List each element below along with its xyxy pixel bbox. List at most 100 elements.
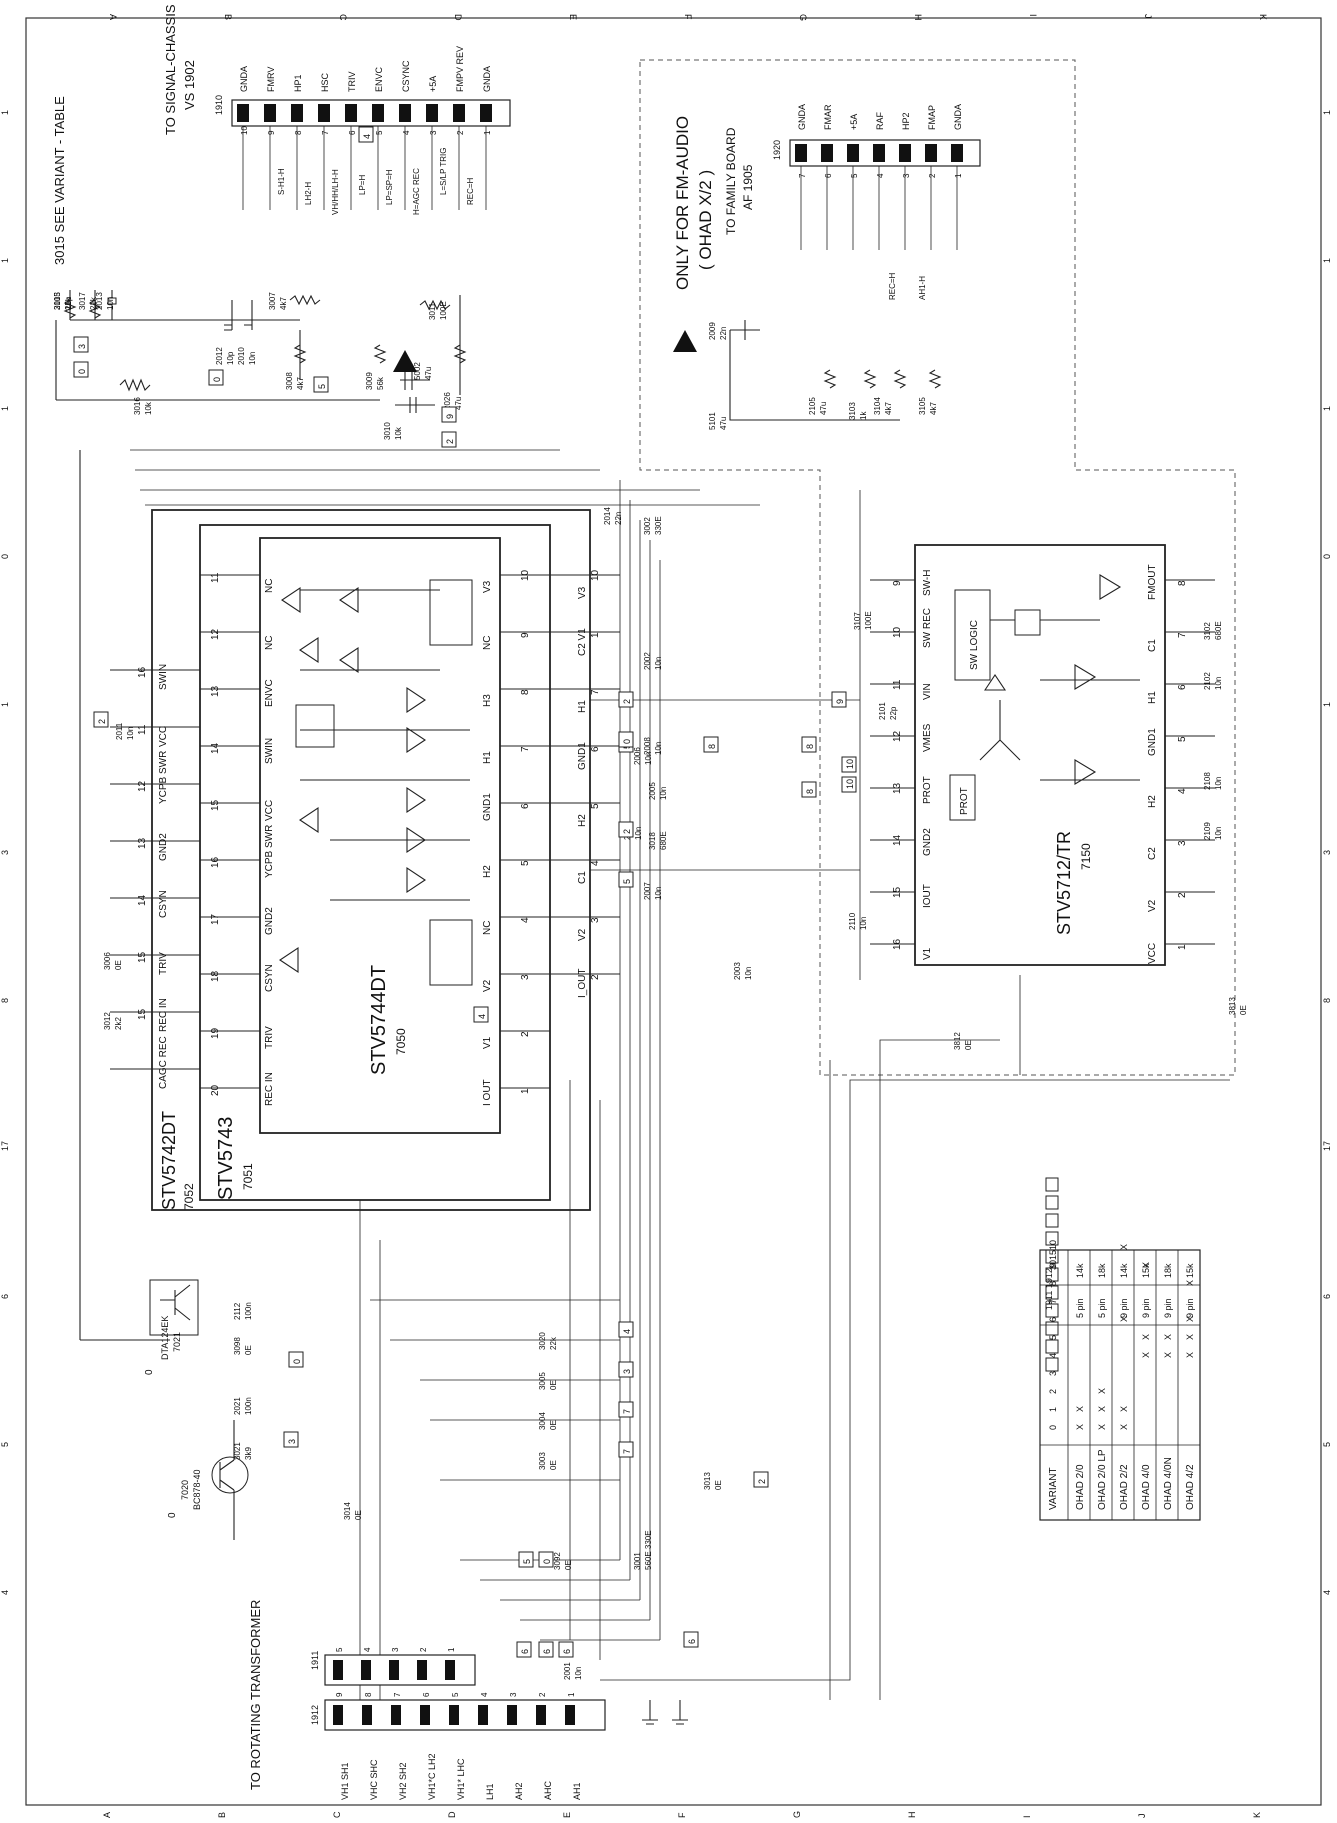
t7020-variant: 0 [167, 1512, 178, 1518]
frame-bottom-label: D [447, 1811, 457, 1818]
frame-top-label: K [1258, 14, 1268, 20]
part-value: 0E [714, 1480, 723, 1490]
ic-pin-name: I_OUT [577, 969, 588, 998]
ic-pin-number: 3 [590, 917, 601, 923]
variant-table-row-name: OHAD 4/0N [1163, 1457, 1174, 1510]
variant-table-mark: X [1097, 1406, 1107, 1412]
variant-marker: 4 [622, 1329, 632, 1334]
variant-table-pins: 9 pin [1185, 1298, 1195, 1318]
frame-top-label: I [1028, 14, 1038, 17]
variant-marker-box [473, 1006, 489, 1023]
variant-table-row-name: OHAD 4/0 [1141, 1464, 1152, 1510]
ic-pin-name: NC [264, 579, 275, 593]
variant-marker: 10 [845, 759, 855, 769]
connector-pin [389, 1660, 399, 1680]
part-value: 47u [454, 397, 463, 410]
connector-pin [417, 1660, 427, 1680]
part-value: 100E [439, 301, 448, 320]
transistor-7021 [79, 450, 199, 1341]
connector-pin [480, 104, 492, 122]
part-ref: 3018 [648, 832, 657, 850]
frame-bottom-label: H [907, 1812, 917, 1819]
connector-pin [478, 1705, 488, 1725]
ic-pin-number: 2 [590, 974, 601, 980]
ic-pin-number: 4 [520, 917, 531, 923]
part-ref: 3006 [103, 952, 112, 970]
ic-pin-name: C2 [1147, 847, 1158, 860]
pin-number: 2 [928, 173, 937, 178]
variant-marker-box [618, 1321, 634, 1338]
part-value: 10n [634, 827, 643, 840]
connector-1910: 1910 10GNDA9FMRV8HP17HSC6TRIV5ENVC4CSYNC… [214, 46, 511, 210]
variant-marker-box [441, 406, 457, 423]
ic-pin-number: 1 [590, 632, 601, 638]
part-value: 680E [659, 831, 668, 850]
ic-pin-number: 16 [137, 666, 148, 678]
part-ref: 3017 [78, 292, 87, 310]
family-board-label: TO FAMILY BOARD [724, 127, 738, 235]
pin-label: FMAP [927, 105, 937, 130]
frame-top-label: C [338, 14, 348, 21]
stv5742-name: STV5742DT [159, 1111, 179, 1210]
variant-marker-box [831, 691, 847, 708]
transformer-line-label: AH2 [514, 1782, 524, 1800]
part-value: 3k9 [244, 1447, 253, 1460]
ic-pin-name: ENVC [264, 679, 275, 707]
ic-pin-name: SW-H [922, 570, 933, 596]
variant-marker: 0 [212, 377, 222, 382]
variant-table-mark: X [1163, 1352, 1173, 1358]
pin-number: 2 [419, 1647, 428, 1652]
stv5742-ref: 7052 [182, 1183, 196, 1210]
ic-pin-name: V2 [482, 979, 493, 992]
pin-number: 5 [375, 130, 384, 135]
ic-pin-number: 4 [1177, 788, 1188, 794]
transformer-line-label: VH1*C LH2 [427, 1753, 437, 1800]
ic-pin-number: 15 [892, 886, 903, 898]
variant-marker: 2 [757, 1479, 767, 1484]
part-value: 10n [1214, 777, 1223, 790]
part-ref: 5101 [708, 412, 717, 430]
frame-right-label: 6 [1322, 1294, 1332, 1299]
variant-marker-box [801, 736, 817, 753]
pin-number: 4 [480, 1692, 489, 1697]
part-ref: 3001 [633, 1552, 642, 1570]
variant-table-mark: X [1119, 1244, 1129, 1250]
ic-pin-name: H2 [482, 865, 493, 878]
frame-top-label: D [453, 14, 463, 21]
variant-table-mark: X [1185, 1280, 1195, 1286]
variant-marker: 3 [287, 1439, 297, 1444]
connector-pin [345, 104, 357, 122]
variant-table-3015: 15k [1141, 1263, 1151, 1278]
frame-right-label: 1 [1322, 702, 1332, 707]
ic-pin-number: 9 [892, 580, 903, 586]
variant-marker: 3 [622, 1369, 632, 1374]
variant-marker: 0 [542, 1559, 552, 1564]
pin-number: 4 [363, 1647, 372, 1652]
part-value: 10n [644, 752, 653, 765]
variant-marker: 6 [542, 1649, 552, 1654]
part-value: 10n [126, 727, 135, 740]
part-ref: 3007 [268, 292, 277, 310]
pin-number: 3 [902, 173, 911, 178]
signal-label: LP=H [358, 175, 367, 195]
variant-table-header: VARIANT [1048, 1467, 1059, 1510]
ic-pin-name: VCC [264, 800, 275, 821]
part-ref: 3812 [953, 1032, 962, 1050]
part-value: 680E [1214, 621, 1223, 640]
part-ref: 2014 [603, 507, 612, 525]
variant-marker-box [683, 1631, 699, 1648]
part-value: 47u [819, 402, 828, 415]
ic-pin-name: VCC [158, 726, 169, 747]
variant-marker-box [73, 336, 89, 353]
ic-pin-name: H3 [482, 694, 493, 707]
part-ref: 2013 [95, 292, 104, 310]
signal-label: S-H1-H [277, 168, 286, 195]
stv5743-ref: 7051 [241, 1163, 255, 1190]
variant-table-mark: X [1119, 1424, 1129, 1430]
frame-bottom-label: J [1137, 1814, 1147, 1819]
part-value: 22p [64, 296, 73, 310]
ic-pin-number: 3 [520, 974, 531, 980]
ic-stv5744-box [259, 537, 501, 1134]
